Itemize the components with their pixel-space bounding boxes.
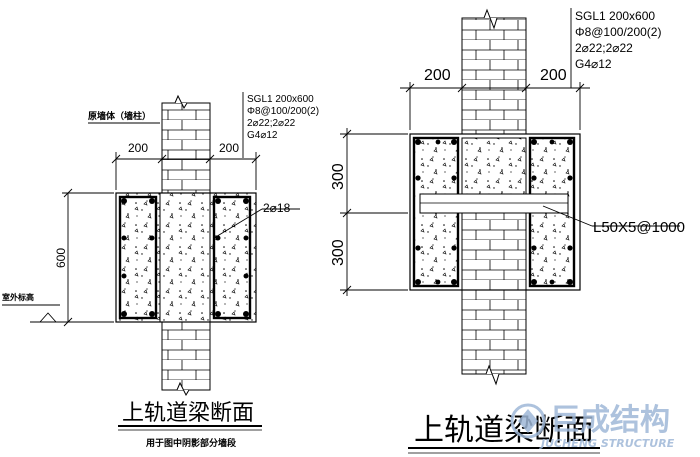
right-rebar-dots [415, 139, 573, 285]
left-cage-left [118, 195, 158, 320]
right-spec-2: Φ8@100/200(2) [575, 25, 661, 39]
left-dim-height-text: 600 [54, 248, 68, 268]
right-dim-lower: 300 [330, 239, 347, 266]
watermark-logo-icon [510, 403, 546, 439]
left-spec-3: 2⌀22;2⌀22 [247, 118, 296, 129]
left-wall-bottom [161, 321, 211, 397]
left-cage-right [212, 195, 252, 320]
right-spec-3: 2⌀22;2⌀22 [575, 41, 633, 55]
watermark-subtext: JUCHENG STRUCTURE [539, 437, 675, 450]
left-beam-outline [115, 192, 257, 323]
left-dim-right: 200 [219, 141, 239, 155]
left-wall-top [161, 94, 211, 194]
right-angle-plate [419, 193, 569, 214]
left-rebar-callout: 2⌀18 [263, 201, 291, 215]
left-subtitle: 用于图中阴影部分墙段 [145, 437, 237, 449]
left-spec-2: Φ8@100/200(2) [247, 106, 319, 117]
right-dim-vertical [340, 128, 408, 296]
right-dim-right: 200 [540, 67, 567, 84]
left-title: 上轨道梁断面 [122, 401, 254, 426]
left-spec-1: SGL1 200x600 [247, 94, 314, 105]
right-dim-left: 200 [424, 67, 451, 84]
right-dim-upper: 300 [330, 163, 347, 190]
right-spec-1: SGL1 200x600 [575, 9, 655, 23]
right-beam-outline [409, 133, 581, 291]
ground-label: 室外标高 [2, 292, 34, 302]
right-wall-bottom [461, 289, 527, 386]
right-wall-middle [461, 212, 527, 291]
right-title: 上轨道梁断面 [414, 413, 594, 448]
right-angle-callout: L50X5@1000 [593, 219, 685, 236]
right-wall-top [461, 8, 527, 135]
right-dim-top [400, 82, 590, 130]
right-section: 200 200 SGL1 200x600 Φ8@100/200(2) 2⌀22;… [330, 8, 685, 454]
left-dim-top [111, 152, 261, 190]
left-dim-height [62, 188, 114, 327]
left-spec-4: G4⌀12 [247, 130, 278, 141]
watermark-text: 巨成结构 [550, 403, 670, 438]
watermark: 巨成结构 JUCHENG STRUCTURE [510, 403, 675, 450]
right-core-top [461, 137, 527, 195]
left-section: 200 200 原墙体（墙柱） SGL1 200x600 Φ8@100/200(… [2, 92, 319, 449]
left-rebar-dots [121, 198, 249, 317]
left-dim-left: 200 [128, 141, 148, 155]
left-wall-label: 原墙体（墙柱） [88, 110, 151, 122]
right-spec-4: G4⌀12 [575, 57, 612, 71]
